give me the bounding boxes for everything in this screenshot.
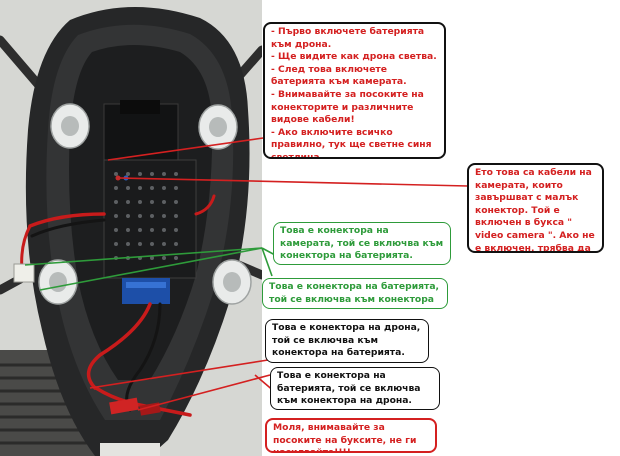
instruction-line-5: - Ако включите всичко правилно, тук ще с… (271, 126, 432, 159)
battery-connector-drone-text: Това е конектора на батерията, той се вк… (277, 370, 421, 407)
camera-cables-text: Ето това са кабели на камерата, които за… (475, 167, 595, 253)
warning-text: Моля, внимавайте за посоките на буксите,… (273, 422, 417, 453)
camera-connector-text: Това е конектора на камерата, той се вкл… (280, 225, 444, 262)
drone-illustration (0, 0, 262, 456)
drone-photo (0, 0, 262, 456)
callout-camera-connector: Това е конектора на камерата, той се вкл… (273, 222, 451, 265)
callout-drone-connector: Това е конектора на дрона, той се включв… (265, 319, 429, 363)
callout-top-instructions: - Първо включете батерията към дрона. - … (263, 22, 446, 159)
line-green-joint-b (261, 247, 273, 277)
callout-battery-connector-drone: Това е конектора на батерията, той се вк… (270, 367, 440, 410)
callout-warning: Моля, внимавайте за посоките на буксите,… (265, 418, 437, 453)
instruction-line-2: - Ще видите как дрона светва. (271, 51, 437, 63)
callout-battery-connector-camera: Това е конектора на батерията, той се вк… (262, 278, 448, 309)
drone-connector-text: Това е конектора на дрона, той се включв… (272, 322, 421, 359)
callout-camera-cables: Ето това са кабели на камерата, които за… (467, 163, 604, 253)
instruction-line-3: - След това включете батерията към камер… (271, 63, 407, 88)
instruction-line-4: - Внимавайте за посоките на конекторите … (271, 88, 424, 126)
battery-connector-camera-text: Това е конектора на батерията, той се вк… (269, 281, 440, 308)
instruction-line-1: - Първо включете батерията към дрона. (271, 26, 425, 50)
